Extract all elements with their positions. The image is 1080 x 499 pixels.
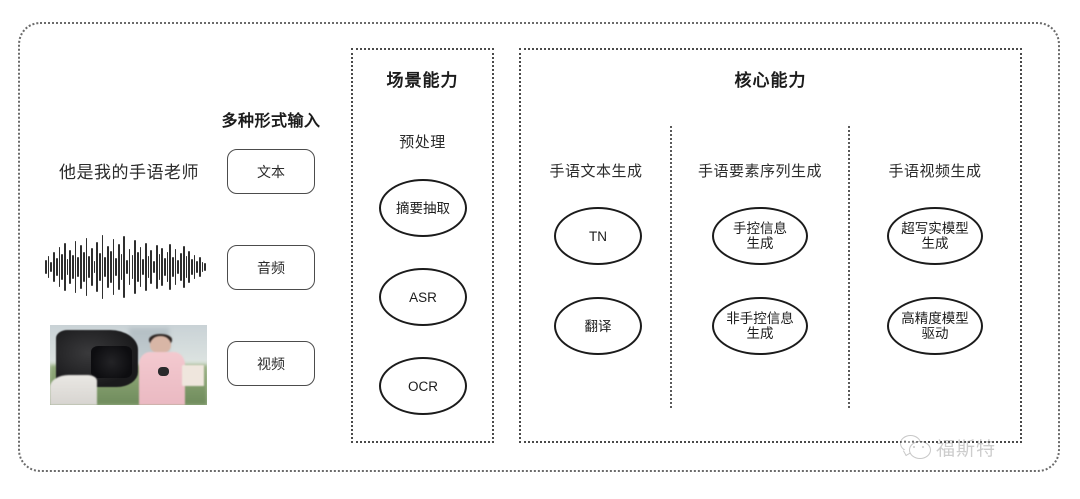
- node-tn[interactable]: TN: [554, 207, 642, 265]
- node-summary-extraction[interactable]: 摘要抽取: [379, 179, 467, 237]
- node-label: 高精度模型驱动: [901, 311, 969, 341]
- node-non-manual-feature-generation[interactable]: 非手控信息生成: [712, 297, 808, 355]
- core-column-label-sign-text-generation: 手语文本生成: [549, 163, 643, 180]
- core-capability-title: 核心能力: [734, 71, 807, 90]
- node-label: OCR: [408, 378, 438, 394]
- scene-capability-title: 场景能力: [386, 71, 459, 90]
- thumb-operator-arm: [50, 374, 98, 405]
- node-asr[interactable]: ASR: [379, 268, 467, 326]
- core-column-divider-1: [670, 126, 672, 408]
- node-label: 翻译: [584, 318, 612, 334]
- thumb-person-head: [150, 336, 171, 354]
- node-manual-feature-generation[interactable]: 手控信息生成: [712, 207, 808, 265]
- outer-dotted-frame: [18, 22, 1060, 472]
- input-type-box-text[interactable]: 文本: [227, 149, 315, 194]
- core-column-divider-2: [848, 126, 850, 408]
- node-label: 手控信息生成: [733, 221, 787, 251]
- node-translation[interactable]: 翻译: [554, 297, 642, 355]
- thumb-person-body: [139, 352, 185, 405]
- wechat-icon: [900, 435, 931, 459]
- audio-waveform-icon: [45, 233, 207, 301]
- input-type-box-video[interactable]: 视频: [227, 341, 315, 386]
- video-thumbnail-image: [50, 325, 207, 405]
- node-high-precision-model-driving[interactable]: 高精度模型驱动: [887, 297, 983, 355]
- watermark: 福斯特: [900, 430, 1050, 464]
- thumb-paper: [181, 365, 204, 386]
- watermark-text: 福斯特: [936, 438, 997, 460]
- node-label: 摘要抽取: [396, 200, 450, 216]
- thumb-camera-lens: [90, 345, 132, 378]
- node-label: 非手控信息生成: [726, 311, 794, 341]
- input-type-box-audio[interactable]: 音频: [227, 245, 315, 290]
- scene-capability-box: [351, 48, 494, 443]
- scene-capability-subtitle: 预处理: [399, 134, 446, 151]
- node-photorealistic-model-generation[interactable]: 超写实模型生成: [887, 207, 983, 265]
- node-label: TN: [589, 228, 607, 244]
- node-label: 超写实模型生成: [901, 221, 969, 251]
- core-column-label-sign-video-generation: 手语视频生成: [888, 163, 982, 180]
- node-label: ASR: [409, 289, 437, 305]
- thumb-microphone: [158, 366, 169, 377]
- core-capability-box: [519, 48, 1022, 443]
- sample-sentence-text: 他是我的手语老师: [59, 163, 199, 182]
- input-section-header: 多种形式输入: [221, 113, 321, 130]
- core-column-label-sign-element-sequence-generation: 手语要素序列生成: [697, 163, 822, 180]
- node-ocr[interactable]: OCR: [379, 357, 467, 415]
